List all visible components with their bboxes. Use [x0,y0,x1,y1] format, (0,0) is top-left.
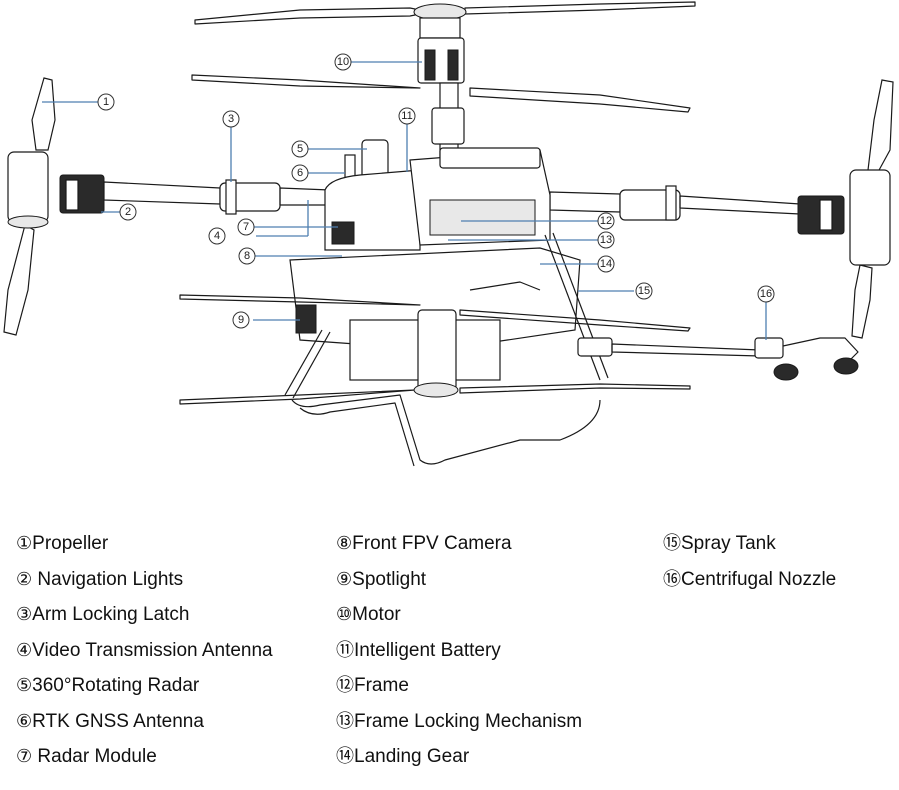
callout-7: 7 [237,218,255,236]
svg-text:11: 11 [401,110,412,122]
legend-item: ③Arm Locking Latch [16,604,190,625]
legend-item: ⑯Centrifugal Nozzle [663,568,837,590]
svg-text:12: 12 [600,215,612,227]
legend-item: ⑭Landing Gear [336,746,470,767]
front-propeller [179,294,691,405]
drone-diagram: 1 2 3 4 5 6 7 8 9 10 11 12 13 14 15 16 [3,1,894,467]
svg-text:4: 4 [214,230,220,242]
legend-item: ⑨Spotlight [336,568,427,590]
right-propeller [849,79,894,339]
svg-text:3: 3 [228,113,234,125]
callout-10: 10 [334,53,352,71]
legend-item: ④Video Transmission Antenna [16,639,273,661]
legend-item: ⑫Frame [336,675,409,696]
legend-item: ⑦ Radar Module [16,746,157,767]
svg-text:15: 15 [638,285,650,297]
legend-item: ⑬Frame Locking Mechanism [336,710,583,732]
svg-text:14: 14 [600,258,612,270]
callout-11: 11 [398,107,416,125]
svg-text:7: 7 [243,221,249,233]
callout-1: 1 [97,93,115,111]
leader-lines [42,61,767,340]
svg-text:5: 5 [297,143,303,155]
legend-item: ⑤360°Rotating Radar [16,675,200,696]
svg-text:8: 8 [244,250,250,262]
spray-boom [577,337,859,381]
legend-item: ⑮Spray Tank [663,533,776,554]
callout-16: 16 [757,285,775,303]
left-arm [59,174,331,215]
callout-3: 3 [222,110,240,128]
callout-6: 6 [291,164,309,182]
legend-item: ⑩Motor [336,604,401,625]
svg-text:1: 1 [103,96,109,108]
svg-text:13: 13 [600,234,612,246]
legend-item: ⑪Intelligent Battery [336,639,501,661]
callout-12: 12 [597,212,615,230]
svg-text:9: 9 [238,314,244,326]
rear-propeller-top [194,1,696,39]
callout-14: 14 [597,255,615,273]
callout-9: 9 [232,311,250,329]
left-propeller [3,77,56,336]
rear-motor [191,37,691,169]
legend-item: ⑥RTK GNSS Antenna [16,710,204,732]
svg-text:6: 6 [297,167,303,179]
right-arm [549,185,845,235]
legend-item: ② Navigation Lights [16,568,184,590]
callout-2: 2 [119,203,137,221]
callout-5: 5 [291,140,309,158]
svg-text:2: 2 [125,206,131,218]
callout-15: 15 [635,282,653,300]
legend-item: ⑧Front FPV Camera [336,533,512,554]
svg-text:16: 16 [760,288,772,300]
legend-column-2: ⑧Front FPV Camera ⑨Spotlight ⑩Motor ⑪Int… [336,531,582,780]
svg-text:10: 10 [337,56,349,68]
drone-body [289,139,581,391]
callout-13: 13 [597,231,615,249]
legend-column-1: ①Propeller ② Navigation Lights ③Arm Lock… [16,531,273,780]
callout-4: 4 [208,227,226,245]
legend-column-3: ⑮Spray Tank ⑯Centrifugal Nozzle [663,531,836,602]
legend-item: ①Propeller [16,533,109,554]
callout-8: 8 [238,247,256,265]
